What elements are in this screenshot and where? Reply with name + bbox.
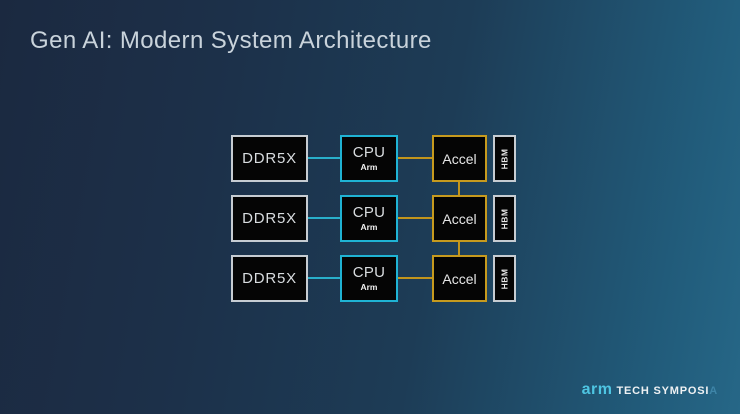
accel-label: Accel (442, 150, 477, 167)
arm-sublabel: Arm (360, 282, 378, 292)
cpu-box: CPU Arm (340, 255, 398, 302)
ddr5x-label: DDR5X (242, 210, 297, 227)
accel-label: Accel (442, 270, 477, 287)
accel-interconnect-line (458, 242, 460, 255)
cpu-box: CPU Arm (340, 135, 398, 182)
accel-box: Accel (432, 135, 487, 182)
slide-title: Gen AI: Modern System Architecture (30, 27, 432, 54)
arm-sublabel: Arm (360, 162, 378, 172)
ddr5x-label: DDR5X (242, 270, 297, 287)
hbm-label: HBM (499, 268, 510, 289)
hbm-box: HBM (493, 255, 516, 302)
ddr5x-box: DDR5X (231, 135, 308, 182)
ddr5x-label: DDR5X (242, 150, 297, 167)
ddr5x-box: DDR5X (231, 255, 308, 302)
accel-box: Accel (432, 255, 487, 302)
ddr5x-box: DDR5X (231, 195, 308, 242)
hbm-box: HBM (493, 195, 516, 242)
arm-tech-symposia-logo: arm TECH SYMPOSI A (581, 381, 718, 398)
memory-bus-line (308, 217, 340, 219)
cpu-label: CPU (352, 264, 386, 281)
accel-box: Accel (432, 195, 487, 242)
cpu-label: CPU (352, 204, 386, 221)
node-row: DDR5X CPU Arm Accel HBM (231, 255, 516, 302)
hbm-label: HBM (499, 148, 510, 169)
node-row: DDR5X CPU Arm Accel HBM (231, 195, 516, 242)
event-name-text: TECH SYMPOSI (616, 385, 710, 397)
accel-interconnect-line (458, 182, 460, 195)
memory-bus-line (308, 157, 340, 159)
event-name-accent-letter: A (709, 385, 718, 397)
cpu-label: CPU (352, 144, 386, 161)
cpu-accel-link-line (398, 277, 432, 279)
cpu-accel-link-line (398, 217, 432, 219)
cpu-box: CPU Arm (340, 195, 398, 242)
hbm-box: HBM (493, 135, 516, 182)
arm-sublabel: Arm (360, 222, 378, 232)
accel-label: Accel (442, 210, 477, 227)
hbm-label: HBM (499, 208, 510, 229)
node-row: DDR5X CPU Arm Accel HBM (231, 135, 516, 182)
cpu-accel-link-line (398, 157, 432, 159)
memory-bus-line (308, 277, 340, 279)
arm-wordmark: arm (581, 381, 613, 398)
